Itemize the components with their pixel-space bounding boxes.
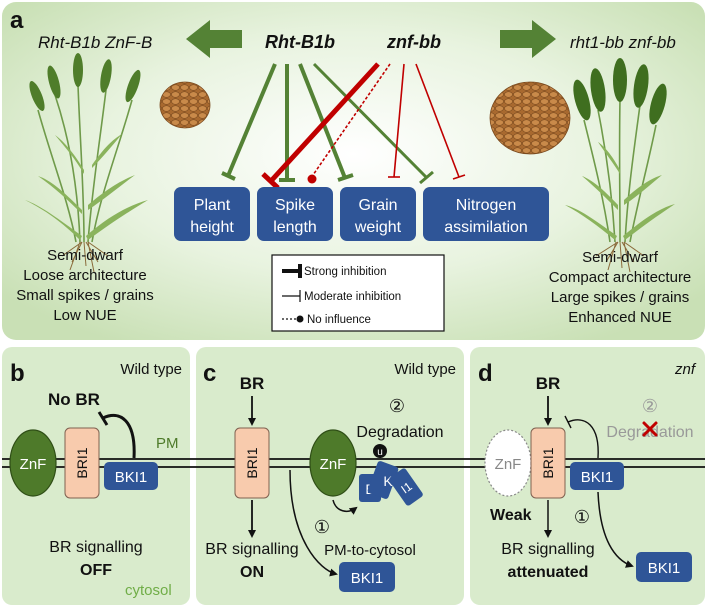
right-grain-pile	[489, 81, 571, 155]
right-arrow-icon	[500, 20, 556, 58]
svg-text:Plant: Plant	[194, 197, 231, 214]
svg-text:Enhanced NUE: Enhanced NUE	[568, 309, 671, 326]
svg-text:u: u	[377, 447, 383, 458]
bki1-cytosolic	[339, 562, 395, 592]
bki1-protein	[104, 462, 158, 490]
svg-text:ZnF: ZnF	[320, 456, 347, 473]
degradation-label: Degradation	[606, 424, 693, 441]
step-1-label: ①	[574, 507, 590, 527]
degradation-label: Degradation	[356, 424, 443, 441]
inhibition-legend: Strong inhibition Moderate inhibition No…	[271, 254, 445, 332]
bri1-receptor	[234, 427, 270, 499]
svg-text:BRI1: BRI1	[244, 447, 260, 478]
br-signalling-label: BR signalling	[205, 541, 298, 558]
svg-text:ZnF: ZnF	[20, 456, 47, 473]
no-br-label: No BR	[48, 390, 100, 409]
bki1-inhibits-bri1-line	[102, 413, 136, 459]
rht-inhibition-lines	[221, 62, 434, 185]
step-2-label: ②	[389, 396, 405, 416]
svg-text:Grain: Grain	[358, 197, 397, 214]
svg-text:Nitrogen: Nitrogen	[456, 197, 516, 214]
znf-protein	[309, 429, 357, 497]
bki1-inhibits-bri1-line	[567, 419, 599, 459]
br-ligand-label: BR	[240, 374, 265, 393]
panel-c-letter: c	[203, 360, 216, 387]
svg-text:ZnF: ZnF	[495, 456, 522, 473]
bri1-receptor	[64, 427, 100, 499]
trait-spike-length: Spike length	[257, 187, 333, 241]
left-grain-pile	[159, 81, 211, 129]
trait-grain-weight: Grain weight	[340, 187, 416, 241]
svg-text:Semi-dwarf: Semi-dwarf	[47, 247, 124, 264]
cytosol-label: cytosol	[125, 582, 172, 599]
panel-b-condition: Wild type	[120, 361, 182, 378]
left-phenotype: Semi-dwarf Loose architecture Small spik…	[16, 247, 154, 324]
br-signalling-state: attenuated	[508, 564, 589, 581]
left-wheat-plant	[25, 53, 148, 273]
legend-none: No influence	[307, 314, 371, 326]
blocked-x-icon	[642, 421, 658, 437]
trait-plant-height: Plant height	[174, 187, 250, 241]
panel-a-letter: a	[10, 7, 24, 34]
legend-moderate: Moderate inhibition	[304, 291, 401, 303]
svg-text:Low NUE: Low NUE	[53, 307, 116, 324]
bki1-cytosolic	[636, 552, 692, 582]
br-signalling-label: BR signalling	[49, 539, 142, 556]
svg-text:BKI1: BKI1	[351, 570, 384, 587]
bki1-fragments: B K I1	[359, 461, 423, 506]
svg-text:Compact architecture: Compact architecture	[549, 269, 692, 286]
svg-text:Semi-dwarf: Semi-dwarf	[582, 249, 659, 266]
left-genotype-label: Rht-B1b ZnF-B	[38, 33, 152, 52]
svg-text:height: height	[190, 219, 234, 236]
translocation-arrow	[289, 469, 338, 577]
svg-text:Small spikes / grains: Small spikes / grains	[16, 287, 154, 304]
panel-d-letter: d	[478, 360, 493, 387]
svg-text:Loose architecture: Loose architecture	[23, 267, 146, 284]
pm-label: PM	[156, 435, 179, 452]
svg-text:assimilation: assimilation	[444, 219, 528, 236]
br-signalling-label: BR signalling	[501, 541, 594, 558]
weak-label: Weak	[490, 507, 532, 524]
panel-b-letter: b	[10, 360, 25, 387]
svg-text:length: length	[273, 219, 317, 236]
right-wheat-plant	[565, 58, 675, 273]
translocation-label: PM-to-cytosol	[324, 542, 416, 559]
panel-d-condition: znf	[674, 361, 697, 378]
znf-inhibition-lines	[261, 62, 466, 190]
svg-text:weight: weight	[354, 219, 402, 236]
legend-strong: Strong inhibition	[304, 266, 386, 278]
svg-text:Large spikes / grains: Large spikes / grains	[551, 289, 689, 306]
br-signalling-state: ON	[240, 564, 264, 581]
fragmentation-arrow	[332, 499, 358, 515]
gene-rht-label: Rht-B1b	[265, 32, 335, 52]
br-ligand-label: BR	[536, 374, 561, 393]
svg-text:Spike: Spike	[275, 197, 315, 214]
svg-text:BRI1: BRI1	[540, 447, 556, 478]
br-signalling-state: OFF	[80, 562, 112, 579]
svg-text:BRI1: BRI1	[74, 447, 90, 478]
svg-text:BKI1: BKI1	[648, 560, 681, 577]
ubiquitin-icon	[373, 444, 387, 458]
svg-text:BKI1: BKI1	[581, 469, 614, 486]
right-genotype-label: rht1-bb znf-bb	[570, 33, 676, 52]
gene-znf-label: znf-bb	[386, 32, 441, 52]
panel-c-condition: Wild type	[394, 361, 456, 378]
svg-text:K: K	[383, 473, 393, 489]
right-phenotype: Semi-dwarf Compact architecture Large sp…	[549, 249, 692, 326]
step-1-label: ①	[314, 517, 330, 537]
bki1-protein	[570, 462, 624, 490]
trait-nitrogen-assimilation: Nitrogen assimilation	[423, 187, 549, 241]
translocation-arrow	[597, 491, 634, 568]
step-2-label: ②	[642, 396, 658, 416]
svg-text:BKI1: BKI1	[115, 469, 148, 486]
bri1-receptor	[530, 427, 566, 499]
left-arrow-icon	[186, 20, 242, 58]
znf-protein	[9, 429, 57, 497]
